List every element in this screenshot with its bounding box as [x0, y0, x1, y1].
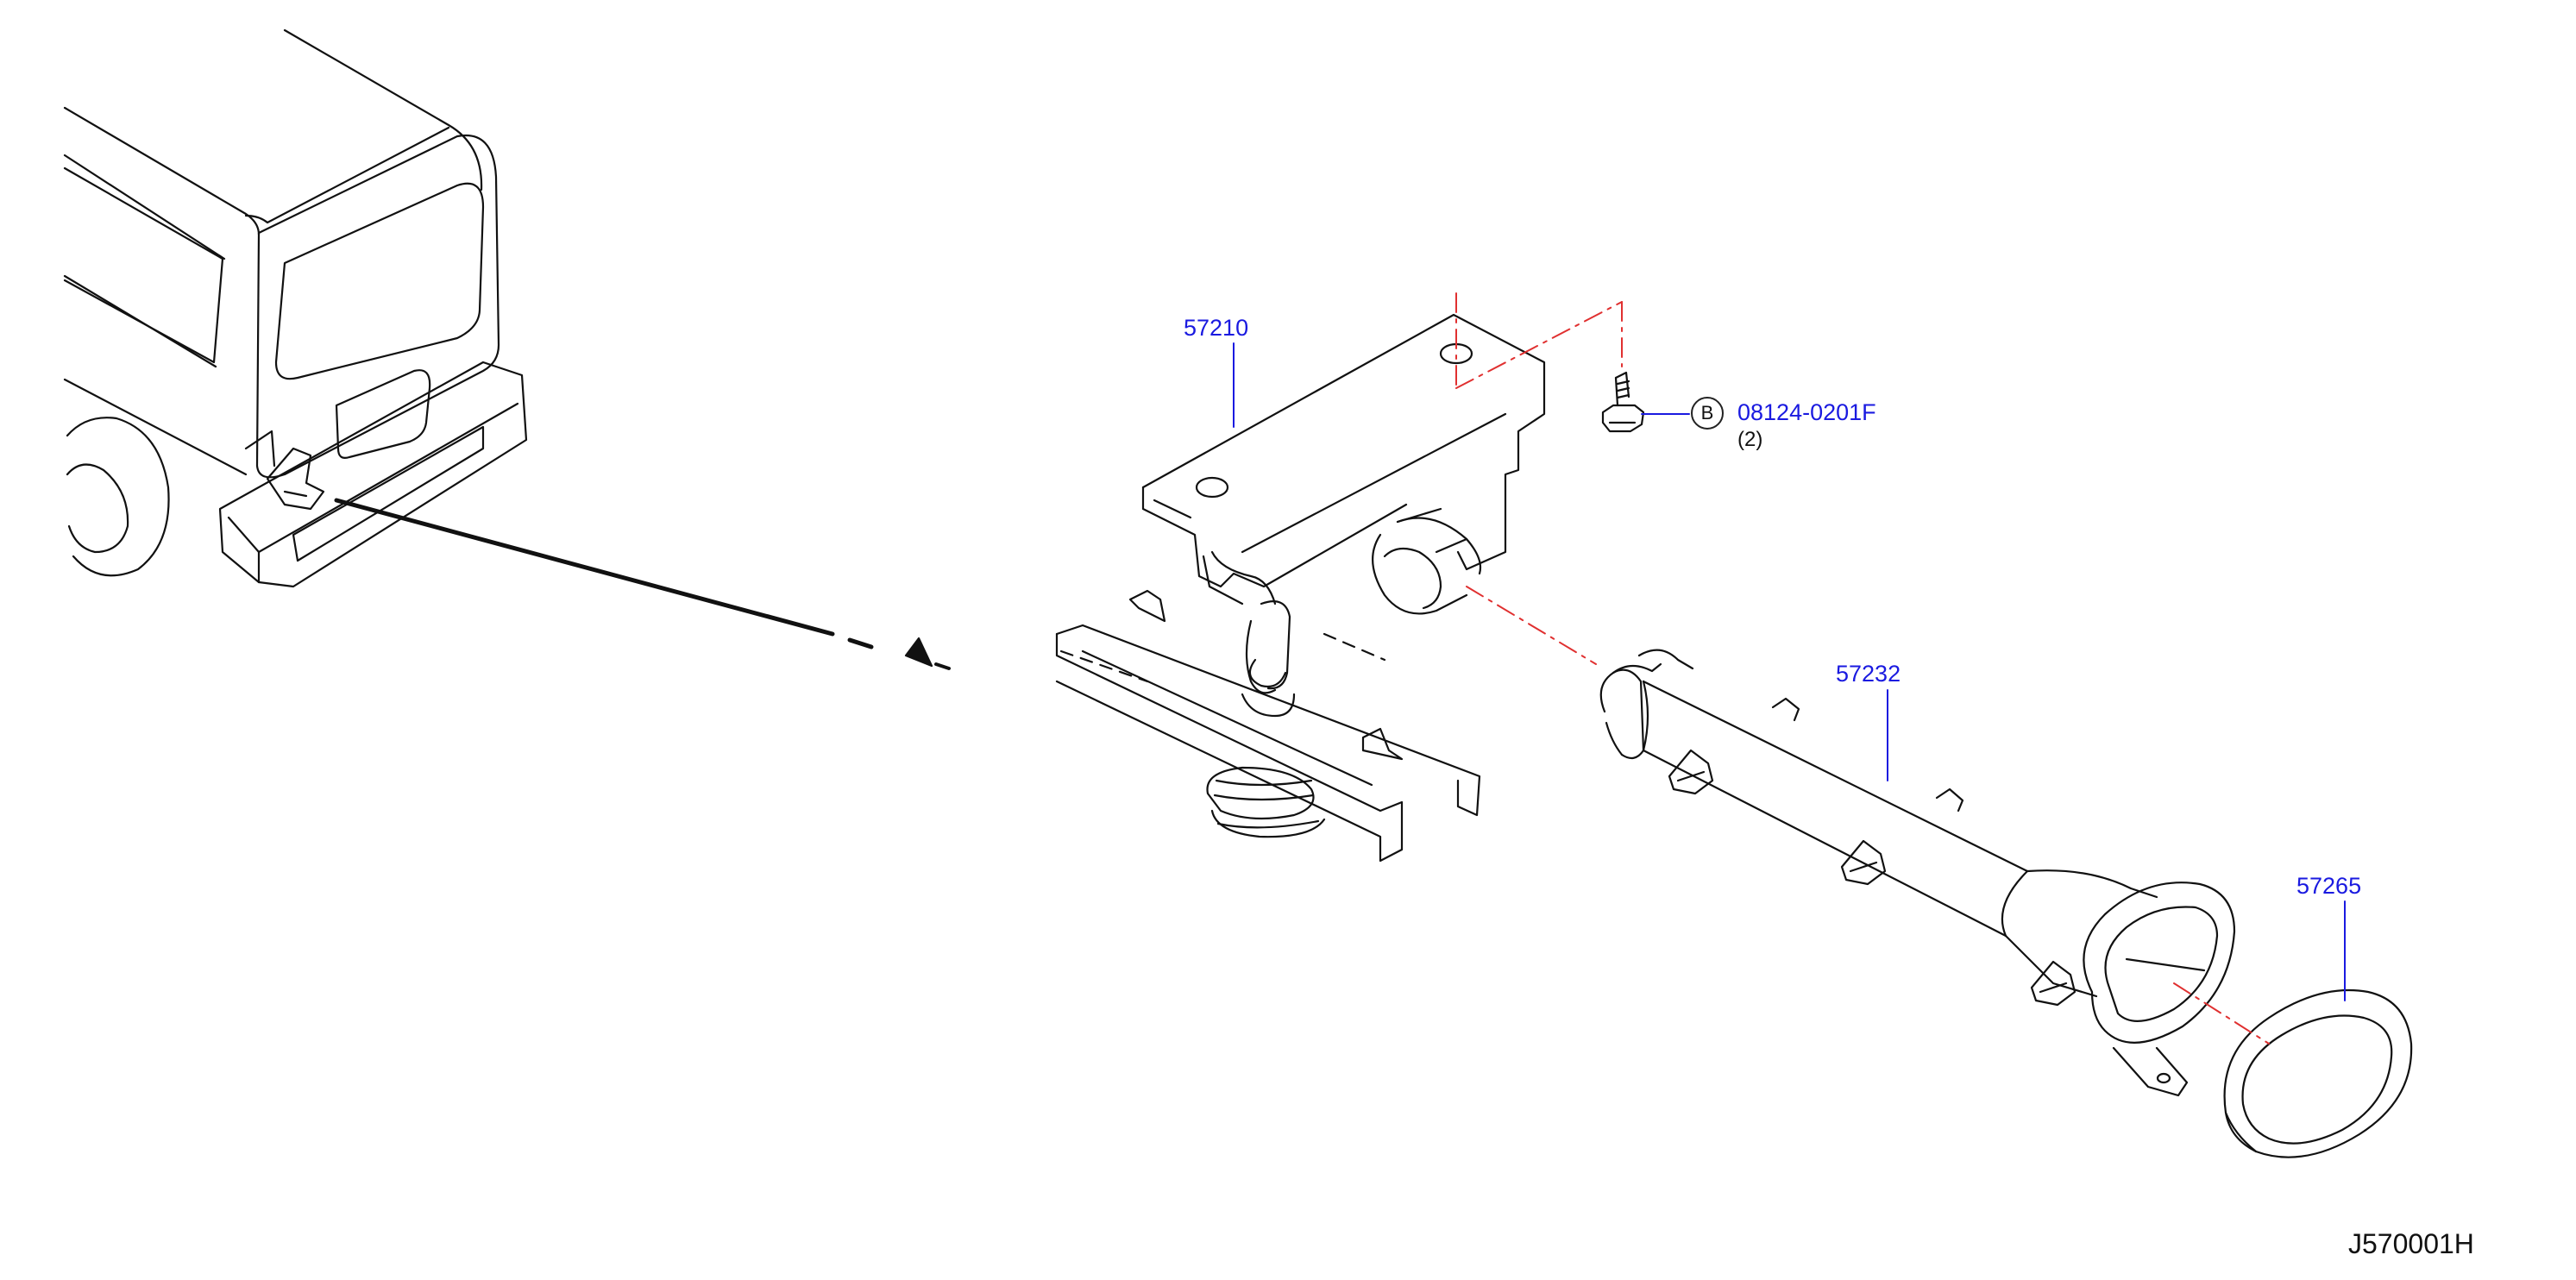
part-number-57210[interactable]: 57210 — [1184, 315, 1249, 341]
figure-code: J570001H — [2348, 1228, 2474, 1259]
part-number-57232[interactable]: 57232 — [1836, 661, 1901, 687]
bolt-icon — [1601, 371, 1645, 433]
hanger-bracket-icon — [1141, 313, 1546, 615]
installation-center-lines — [1455, 292, 2270, 1045]
guide-tube-icon — [1599, 649, 2236, 1097]
bolt-quantity: (2) — [1737, 428, 1763, 451]
grommet-icon — [2223, 988, 2413, 1158]
direction-arrow — [334, 498, 951, 670]
van-rear-icon — [63, 28, 528, 588]
part-number-bolt[interactable]: 08124-0201F — [1737, 399, 1876, 425]
spare-tire-carrier-icon — [1055, 589, 1481, 863]
part-number-57265[interactable]: 57265 — [2296, 873, 2362, 899]
leader-lines — [1233, 342, 2346, 1001]
bolt-badge: B — [1691, 397, 1724, 430]
